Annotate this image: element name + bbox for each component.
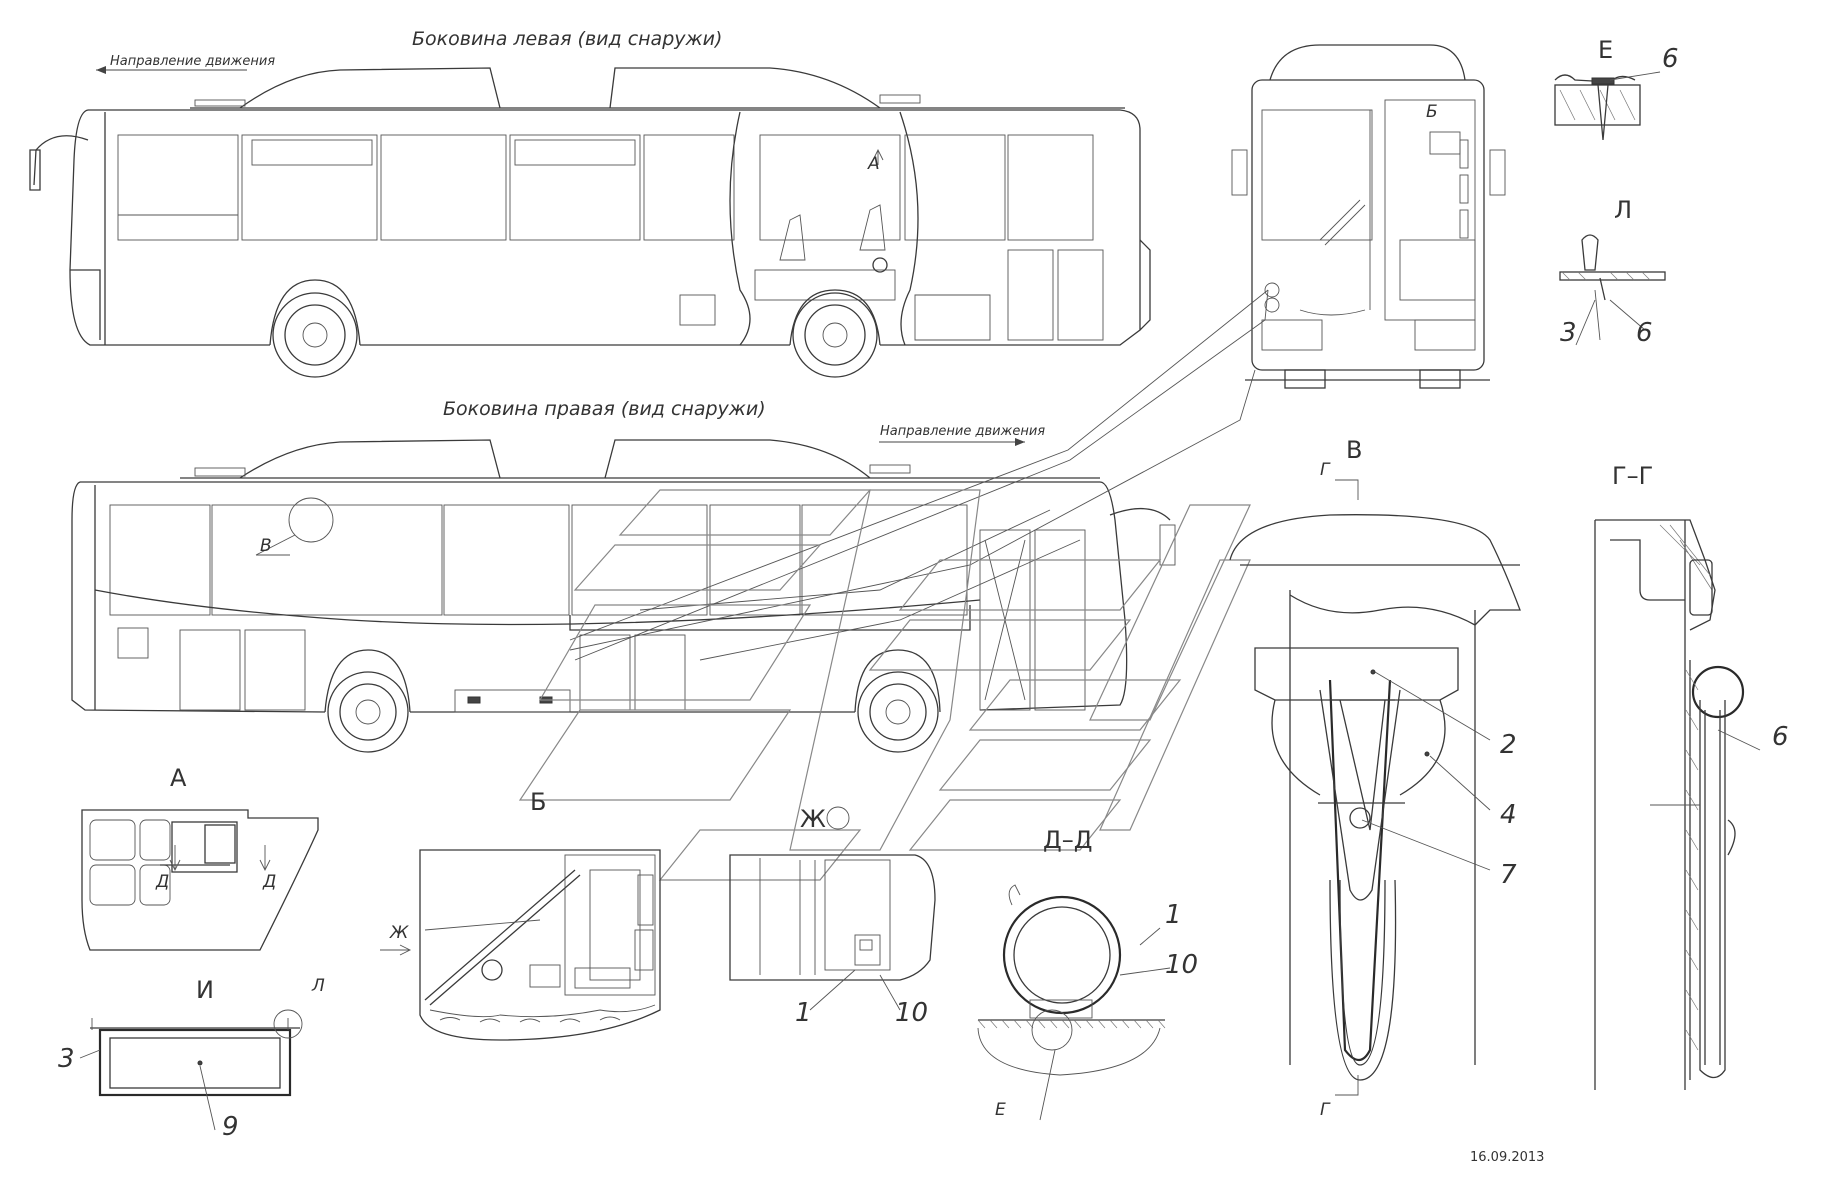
direction-arrow-right xyxy=(879,438,1025,446)
section-mark-zh: Ж xyxy=(390,923,409,943)
left-side-title: Боковина левая (вид снаружи) xyxy=(412,28,723,50)
section-mark-d-left: Д xyxy=(156,872,170,892)
direction-arrow-left xyxy=(96,66,247,74)
callout-e: Е xyxy=(995,1100,1006,1120)
callout-zh-10: 10 xyxy=(895,998,929,1028)
bus-front-view xyxy=(1231,44,1506,389)
view-label-i: И xyxy=(196,976,214,1004)
callout-v-4: 4 xyxy=(1500,800,1517,830)
leader-lines xyxy=(569,289,1269,661)
view-label-e: Е xyxy=(1598,36,1614,64)
view-label-b: Б xyxy=(530,788,547,816)
callout-e-6: 6 xyxy=(1662,44,1679,74)
direction-label-right: Направление движения xyxy=(880,424,1046,439)
right-side-title: Боковина правая (вид снаружи) xyxy=(443,398,766,420)
view-label-l: Л xyxy=(1614,196,1633,224)
detail-e-view xyxy=(1554,74,1641,141)
detail-i-view xyxy=(90,1009,303,1097)
view-label-a: А xyxy=(170,764,187,792)
callout-v-7: 7 xyxy=(1500,860,1517,890)
detail-b-view xyxy=(380,849,661,1041)
section-mark-g-top: Г xyxy=(1320,460,1330,480)
bus-right-side-view xyxy=(71,439,1176,753)
view-label-v: В xyxy=(1346,436,1363,464)
detail-dd-section xyxy=(977,884,1166,1076)
callout-a: А xyxy=(868,154,880,174)
number-leaders xyxy=(79,71,1661,1131)
callout-zh-1: 1 xyxy=(795,998,812,1028)
view-label-dd: Д–Д xyxy=(1043,826,1093,854)
detail-a-view xyxy=(81,809,319,951)
section-gg xyxy=(1594,519,1761,1090)
callout-i-9: 9 xyxy=(222,1112,239,1142)
bus-left-side-view xyxy=(29,67,1151,378)
callout-dd-10: 10 xyxy=(1165,950,1199,980)
callout-l-6: 6 xyxy=(1636,318,1653,348)
callout-l-3: 3 xyxy=(1560,318,1577,348)
section-mark-g-bottom: Г xyxy=(1320,1100,1330,1120)
callout-v-2: 2 xyxy=(1500,730,1517,760)
section-mark-b: Б xyxy=(1426,102,1438,122)
drawing-date: 16.09.2013 xyxy=(1470,1150,1545,1165)
direction-label-left: Направление движения xyxy=(110,54,276,69)
callout-gg-6: 6 xyxy=(1772,722,1789,752)
section-mark-d-right: Д xyxy=(263,872,277,892)
detail-v-handle xyxy=(1229,479,1521,1096)
callout-dd-1: 1 xyxy=(1165,900,1182,930)
view-label-gg: Г–Г xyxy=(1612,462,1654,490)
detail-l-view xyxy=(1559,234,1666,341)
callout-i-3: 3 xyxy=(58,1044,75,1074)
background-watermark xyxy=(518,489,1251,881)
view-label-zh: Ж xyxy=(800,805,826,833)
callout-l: Л xyxy=(312,976,325,996)
callout-v: В xyxy=(260,536,272,556)
detail-zh-view xyxy=(729,806,936,981)
